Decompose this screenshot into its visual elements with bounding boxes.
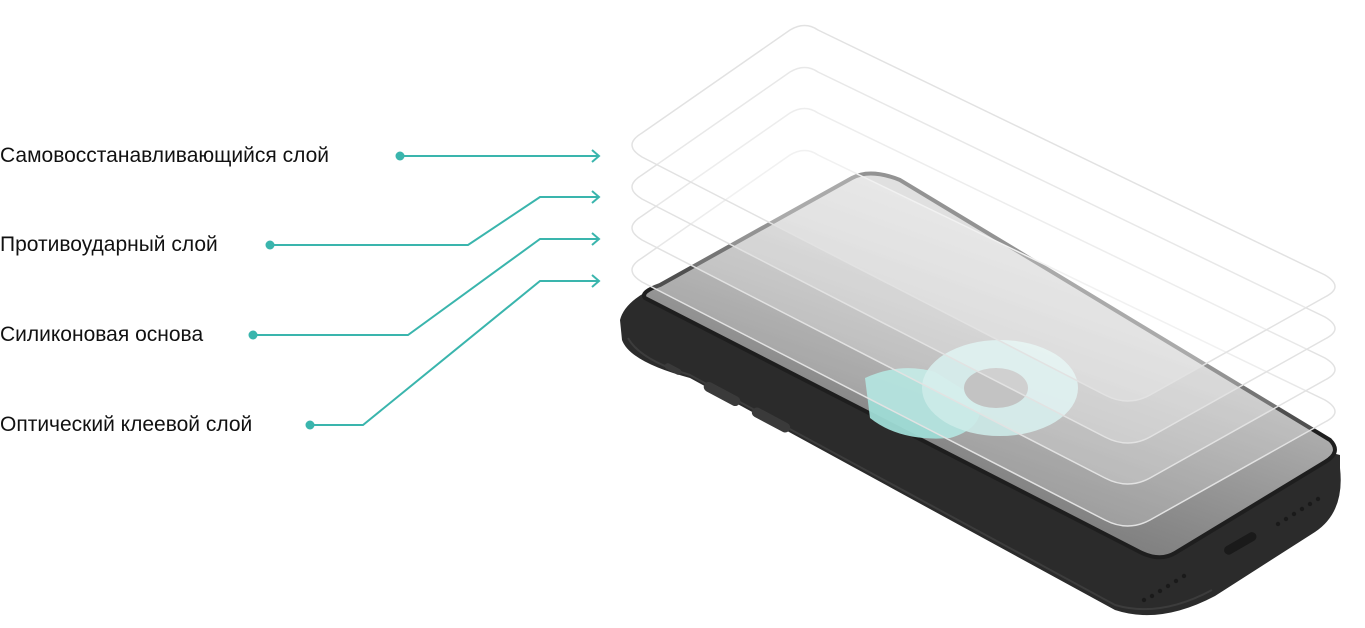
volume-button-1 bbox=[703, 381, 741, 407]
mute-switch bbox=[664, 363, 682, 375]
label-self-healing-layer: Самовосстанавливающийся слой bbox=[0, 144, 329, 167]
protective-layers bbox=[631, 24, 1336, 527]
speaker-grille bbox=[1141, 496, 1321, 603]
layer-plate-1 bbox=[631, 24, 1336, 402]
leader-line-2 bbox=[265, 190, 601, 250]
charging-port bbox=[1224, 532, 1257, 555]
label-optical-adhesive-layer: Оптический клеевой слой bbox=[0, 413, 253, 436]
logo-icon bbox=[865, 340, 1078, 439]
label-silicone-base: Силиконовая основа bbox=[0, 323, 204, 346]
layer-plate-2 bbox=[631, 66, 1336, 444]
leader-lines bbox=[248, 149, 601, 430]
leader-line-4 bbox=[305, 274, 601, 430]
volume-button-2 bbox=[751, 407, 791, 433]
phone-edge-highlight bbox=[627, 337, 1213, 611]
leader-line-3 bbox=[248, 232, 601, 340]
phone-illustration bbox=[620, 171, 1341, 616]
leader-line-1 bbox=[395, 149, 601, 163]
label-shockproof-layer: Противоударный слой bbox=[0, 233, 218, 256]
